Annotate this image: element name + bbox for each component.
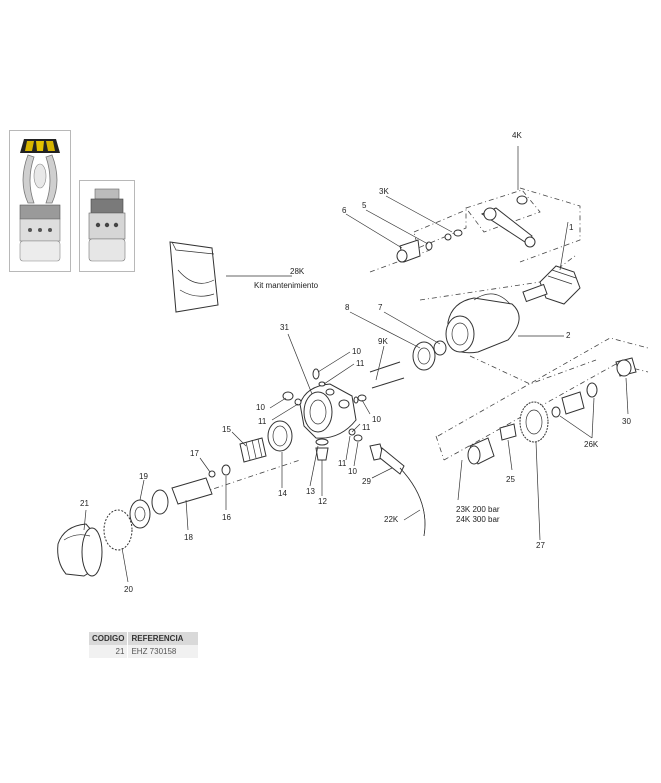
regulator-yoke-image <box>19 139 61 262</box>
label-16: 16 <box>222 513 231 522</box>
label-12: 12 <box>318 497 327 506</box>
label-9k: 9K <box>378 337 388 346</box>
table-row: 21 EHZ 730158 <box>89 645 199 658</box>
reference-table: CODIGO REFERENCIA 21 EHZ 730158 <box>89 632 199 658</box>
label-24k: 24K 300 bar <box>456 515 500 524</box>
label-5: 5 <box>362 201 367 210</box>
table-header-row: CODIGO REFERENCIA <box>89 632 199 645</box>
label-15: 15 <box>222 425 231 434</box>
label-13: 13 <box>306 487 315 496</box>
label-11b: 11 <box>258 417 267 426</box>
product-photo-yoke <box>9 130 71 272</box>
label-23k: 23K 200 bar <box>456 505 500 514</box>
label-10c: 10 <box>372 415 381 424</box>
maintenance-kit-bag <box>169 241 292 313</box>
label-2: 2 <box>566 331 571 340</box>
label-19: 19 <box>139 472 148 481</box>
header-codigo: CODIGO <box>89 632 129 645</box>
label-26k: 26K <box>584 440 599 449</box>
label-3k: 3K <box>379 187 389 196</box>
label-30: 30 <box>622 417 631 426</box>
label-28k: 28K <box>290 267 305 276</box>
label-kit: Kit mantenimiento <box>254 281 319 290</box>
label-22k: 22K <box>384 515 399 524</box>
label-29: 29 <box>362 477 371 486</box>
piston-and-cap <box>57 477 213 583</box>
label-10b: 10 <box>256 403 265 412</box>
label-31: 31 <box>280 323 289 332</box>
part-labels: 1 2 3K 4K 5 6 7 8 9K 10 11 10 11 10 11 1… <box>80 131 631 594</box>
product-photo-din <box>79 180 135 272</box>
hose-assembly <box>369 443 426 537</box>
label-11c: 11 <box>362 423 371 432</box>
header-referencia: REFERENCIA <box>127 632 199 645</box>
cell-code: 21 <box>89 645 129 658</box>
regulator-din-image <box>88 188 126 262</box>
label-6: 6 <box>342 206 347 215</box>
yoke-assembly <box>345 146 597 385</box>
label-21: 21 <box>80 499 89 508</box>
label-8: 8 <box>345 303 350 312</box>
label-7: 7 <box>378 303 383 312</box>
label-10d: 10 <box>348 467 357 476</box>
label-1: 1 <box>569 223 574 232</box>
label-10a: 10 <box>352 347 361 356</box>
cell-ref: EHZ 730158 <box>127 645 199 658</box>
label-17: 17 <box>190 449 199 458</box>
din-assembly <box>435 337 649 541</box>
label-4k: 4K <box>512 131 522 140</box>
label-14: 14 <box>278 489 287 498</box>
label-25: 25 <box>506 475 515 484</box>
label-11a: 11 <box>356 359 365 368</box>
label-27: 27 <box>536 541 545 550</box>
label-20: 20 <box>124 585 133 594</box>
label-11d: 11 <box>338 459 347 468</box>
first-stage-body <box>179 333 405 510</box>
label-18: 18 <box>184 533 193 542</box>
